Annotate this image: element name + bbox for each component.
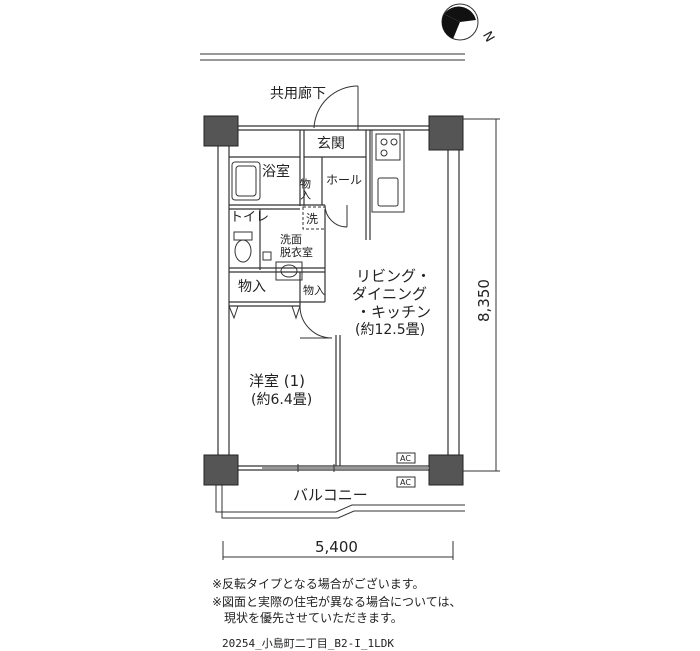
entrance-door xyxy=(313,85,359,130)
dressing-label-1: 洗面 xyxy=(280,233,302,246)
note-difference: ※図面と実際の住宅が異なる場合については、 xyxy=(212,595,462,609)
toilet-icon xyxy=(233,231,253,263)
dressing-label-2: 脱衣室 xyxy=(280,245,313,259)
outer-walls xyxy=(217,119,460,471)
note-priority: 現状を優先させていただきます。 xyxy=(224,611,403,625)
width-dimension xyxy=(222,541,454,560)
western-room-label: 洋室 (1) xyxy=(249,372,305,390)
ac-label-2: AC xyxy=(400,478,411,487)
small-storage-label: 物入 xyxy=(303,283,325,297)
corridor-label: 共用廊下 xyxy=(270,85,326,102)
corridor-outline xyxy=(200,53,465,61)
ac-label-1: AC xyxy=(400,454,411,463)
left-storage-label: 物入 xyxy=(238,279,266,295)
balcony-windows xyxy=(262,464,428,472)
north-label: N xyxy=(479,29,497,45)
depth-dimension xyxy=(463,118,500,472)
western-room-area-label: (約6.4畳) xyxy=(251,392,312,408)
depth-dimension-label: 8,350 xyxy=(475,279,493,322)
balcony-label: バルコニー xyxy=(293,486,368,504)
washbasin-icon xyxy=(262,251,303,281)
interior-walls xyxy=(229,130,371,466)
bath-label: 浴室 xyxy=(262,163,290,180)
north-compass-icon: N xyxy=(441,3,497,45)
ac-badges: AC AC xyxy=(396,452,416,488)
ldk-label-3: ・キッチン xyxy=(356,303,431,321)
kitchen-counter xyxy=(371,129,405,213)
balcony-railing xyxy=(215,485,465,519)
note-reversal: ※反転タイプとなる場合がございます。 xyxy=(212,577,425,591)
washer-label: 洗 xyxy=(306,212,318,226)
bathtub-icon xyxy=(231,161,261,201)
entrance-label: 玄関 xyxy=(317,135,345,152)
washer-space xyxy=(302,206,326,230)
ldk-area-label: (約12.5畳) xyxy=(355,322,425,338)
width-dimension-label: 5,400 xyxy=(315,538,358,556)
ldk-label-2: ダイニング xyxy=(352,285,427,303)
door-swings xyxy=(228,204,348,339)
hall-storage-label: 物入 xyxy=(299,177,312,200)
ldk-label-1: リビング・ xyxy=(356,267,431,285)
toilet-label: トイレ xyxy=(230,210,269,225)
hall-label: ホール xyxy=(326,173,362,187)
structural-columns xyxy=(203,115,464,486)
plan-identifier: 20254_小島町二丁目_B2-I_1LDK xyxy=(222,637,394,650)
